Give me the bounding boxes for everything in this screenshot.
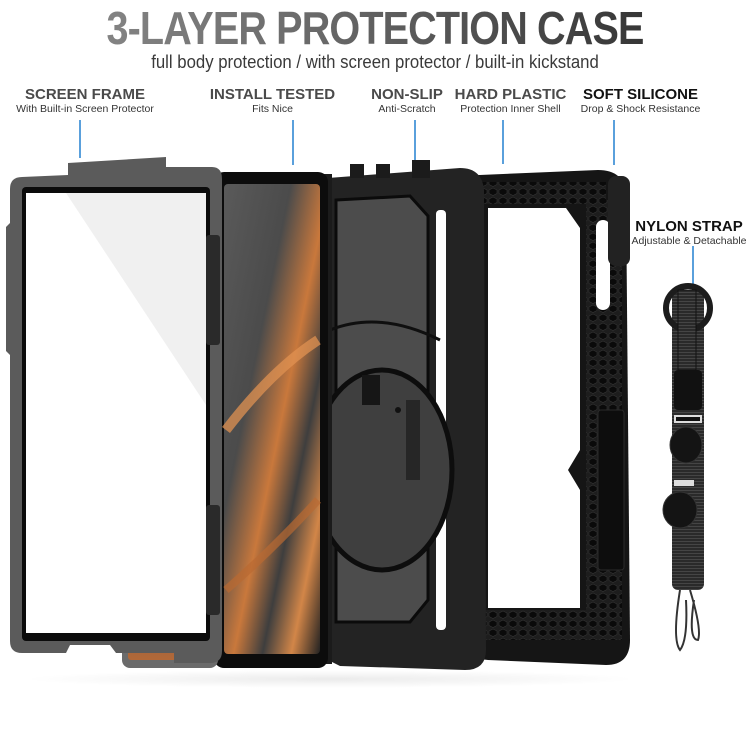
leader-line — [692, 246, 694, 298]
callout-heading: HARD PLASTIC — [454, 86, 567, 103]
callout-heading: NON-SLIP — [371, 86, 443, 103]
callout-sub: With Built-in Screen Protector — [16, 103, 154, 115]
screen-frame-image — [6, 157, 222, 663]
callout-soft-silicone: SOFT SILICONE Drop & Shock Resistance — [578, 86, 703, 116]
hard-plastic-shell-image — [320, 160, 486, 670]
callout-screen-frame: SCREEN FRAME With Built-in Screen Protec… — [5, 86, 165, 116]
leader-line — [79, 120, 81, 158]
tablet-image — [214, 172, 328, 668]
floor-shadow — [20, 670, 640, 688]
nylon-strap-image — [662, 283, 713, 652]
callout-sub: Anti-Scratch — [378, 103, 436, 115]
callout-heading: SOFT SILICONE — [582, 86, 698, 103]
page-title: 3-LAYER PROTECTION CASE — [53, 2, 698, 54]
callout-nylon-strap: NYLON STRAP Adjustable & Detachable — [628, 218, 750, 248]
callout-sub: Drop & Shock Resistance — [580, 103, 701, 115]
callout-sub: Protection Inner Shell — [460, 103, 561, 115]
callout-sub: Fits Nice — [252, 103, 293, 115]
page-subtitle: full body protection / with screen prote… — [151, 52, 599, 72]
callout-install-tested: INSTALL TESTED Fits Nice — [205, 86, 340, 116]
leader-line — [613, 120, 615, 165]
callout-non-slip: NON-SLIP Anti-Scratch — [362, 86, 452, 116]
leader-line — [292, 120, 294, 165]
callout-heading: NYLON STRAP — [635, 218, 743, 235]
callout-sub: Adjustable & Detachable — [631, 235, 747, 247]
callout-heading: SCREEN FRAME — [24, 86, 145, 103]
callout-hard-plastic: HARD PLASTIC Protection Inner Shell — [448, 86, 573, 116]
leader-line — [502, 120, 504, 164]
callout-heading: INSTALL TESTED — [209, 86, 336, 103]
